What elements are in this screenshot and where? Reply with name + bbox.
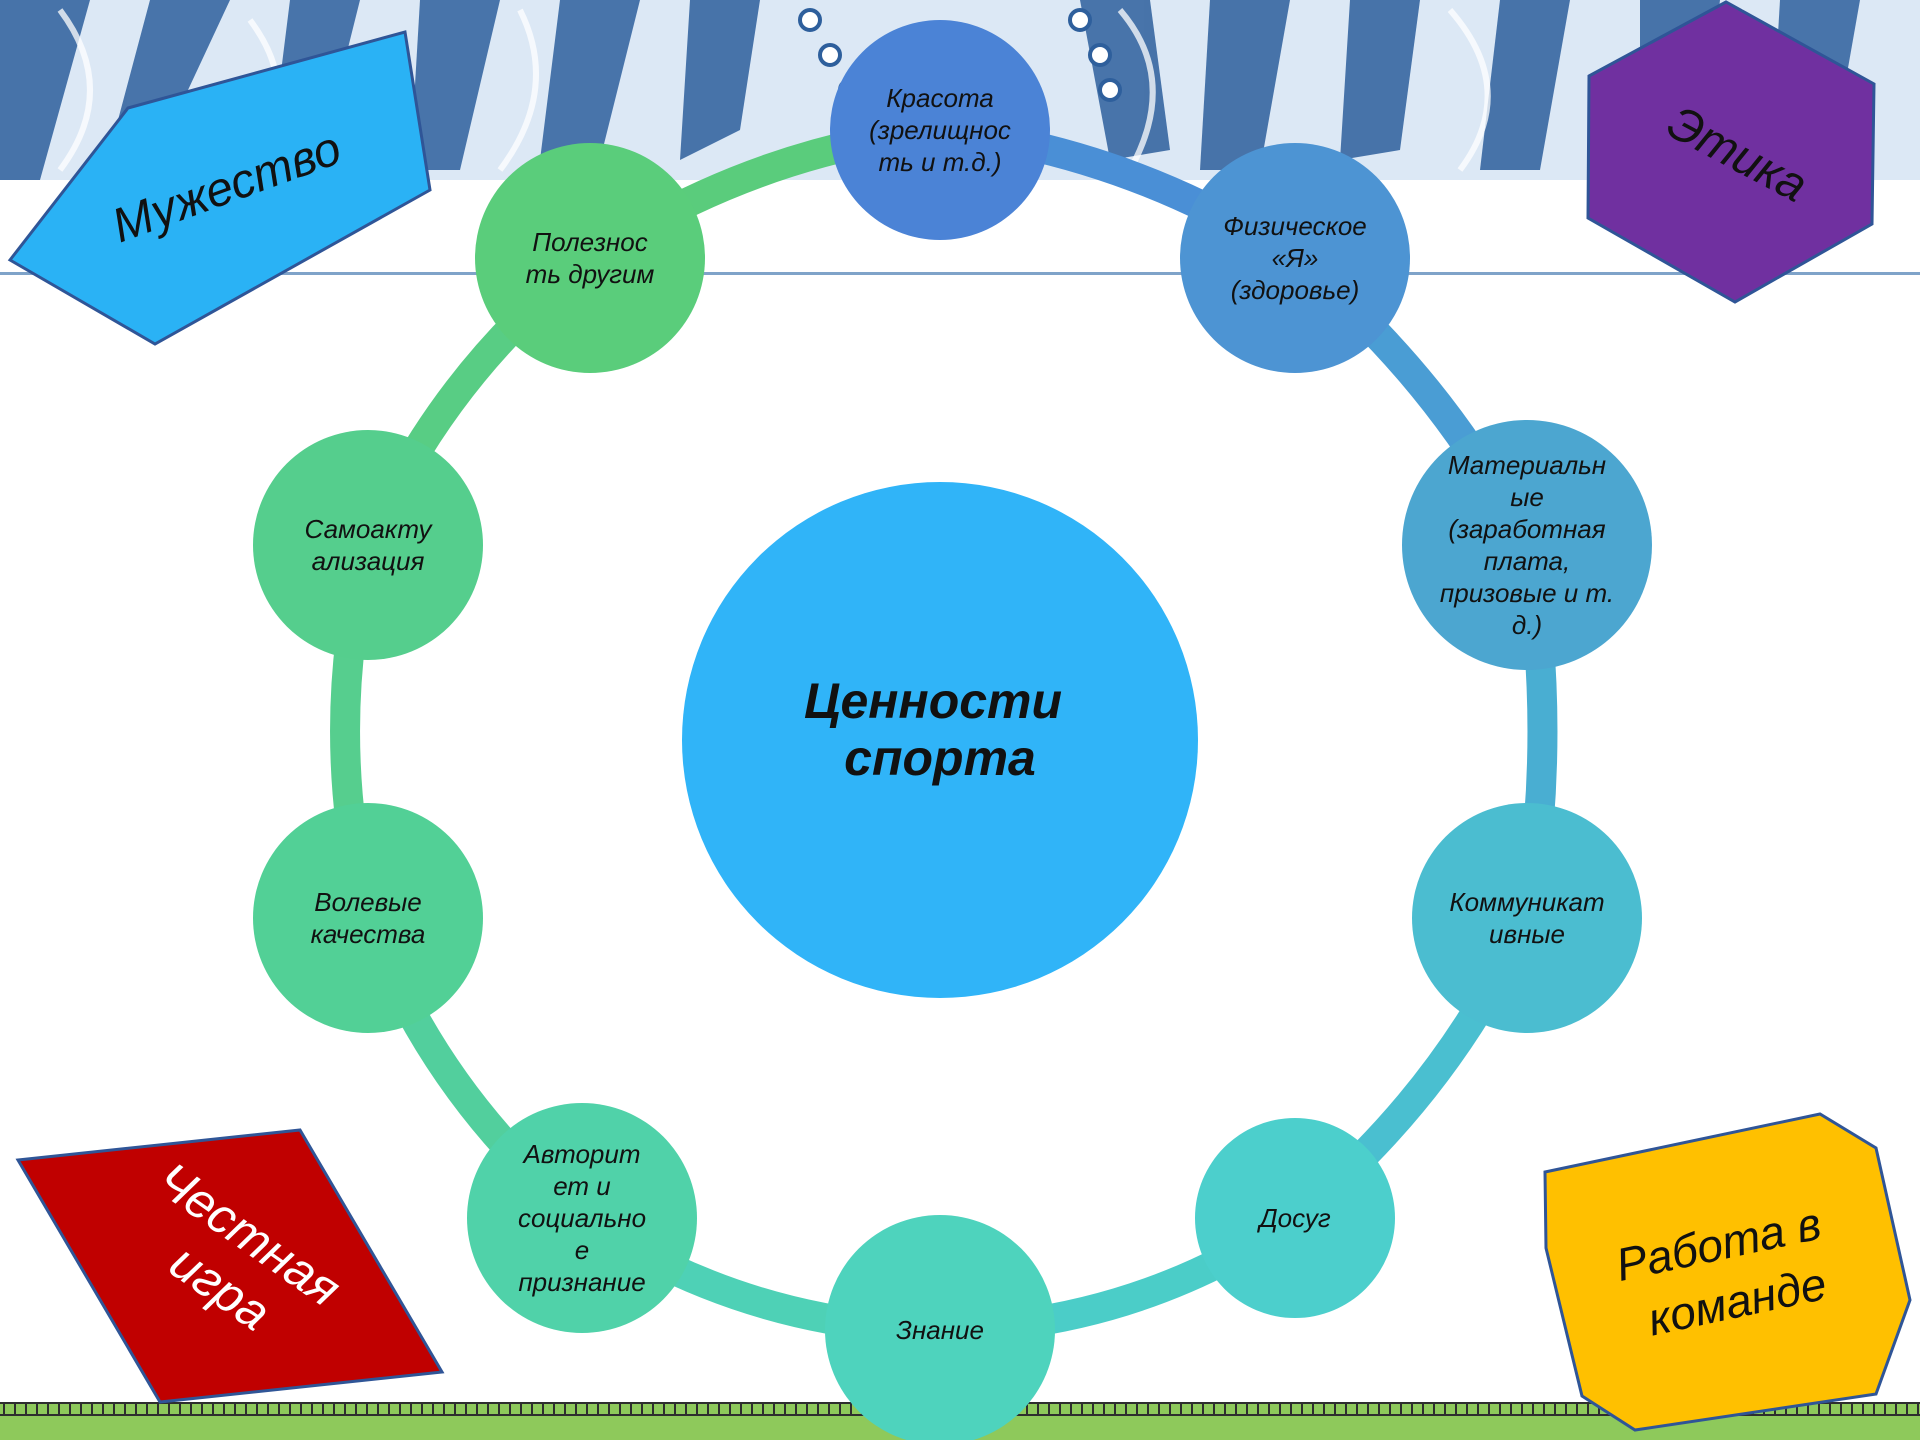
node-label-line: признание bbox=[518, 1267, 645, 1297]
node-label-line: е bbox=[575, 1235, 589, 1265]
node-label-line: Самоакту bbox=[305, 514, 434, 544]
node-label-line: качества bbox=[311, 919, 426, 949]
node-label-line: ть и т.д.) bbox=[878, 147, 1001, 177]
node-label-line: ть другим bbox=[526, 259, 655, 289]
node-label-line: (заработная bbox=[1448, 514, 1605, 544]
node-label-line: Волевые bbox=[314, 887, 422, 917]
node-label-line: плата, bbox=[1484, 546, 1570, 576]
node-circle bbox=[475, 143, 705, 373]
node-circle bbox=[1402, 420, 1652, 670]
node-label-line: Досуг bbox=[1256, 1203, 1330, 1233]
badge-fair-play: Честная игра bbox=[15, 1128, 445, 1404]
node-label-line: ет и bbox=[553, 1171, 611, 1201]
node-label: Физическое«Я»(здоровье) bbox=[1223, 211, 1367, 305]
node-circle bbox=[825, 1215, 1055, 1440]
fair-play-parallelogram bbox=[15, 1128, 445, 1404]
node-label-line: ые bbox=[1510, 482, 1544, 512]
node-label-line: ивные bbox=[1489, 919, 1565, 949]
center-circle bbox=[682, 482, 1198, 998]
courage-pentagon bbox=[7, 30, 432, 346]
ethics-hexagon bbox=[1586, 0, 1876, 304]
center-label: Ценности спорта bbox=[804, 673, 1076, 786]
node-label-line: Физическое bbox=[1223, 211, 1367, 241]
node-label-line: (зрелищнос bbox=[869, 115, 1011, 145]
node-label-line: Знание bbox=[896, 1315, 984, 1345]
node-label-line: (здоровье) bbox=[1231, 275, 1360, 305]
badge-teamwork: Работа в команде bbox=[1543, 1112, 1912, 1432]
node-label-line: д.) bbox=[1512, 610, 1542, 640]
node-circle bbox=[1412, 803, 1642, 1033]
node-label-line: Коммуникат bbox=[1449, 887, 1604, 917]
banner-divider bbox=[0, 272, 1920, 275]
node-circle bbox=[1180, 143, 1410, 373]
node-leisure: Досуг bbox=[1195, 1118, 1395, 1318]
badge-ethics: Этика bbox=[1586, 0, 1876, 304]
node-label-line: Красота bbox=[886, 83, 994, 113]
node-physical-self: Физическое«Я»(здоровье) bbox=[1180, 143, 1410, 373]
node-label-line: призовые и т. bbox=[1440, 578, 1614, 608]
node-knowledge: Знание bbox=[825, 1215, 1055, 1440]
center-label-line-2: спорта bbox=[844, 730, 1036, 786]
badge-courage: Мужество bbox=[7, 30, 432, 346]
node-label: Досуг bbox=[1256, 1203, 1330, 1233]
node-label-line: Авторит bbox=[521, 1139, 640, 1169]
node-circle bbox=[830, 20, 1050, 240]
node-label-line: «Я» bbox=[1272, 243, 1319, 273]
node-label-line: Материальн bbox=[1448, 450, 1606, 480]
node-label-line: Полезнос bbox=[532, 227, 647, 257]
teamwork-octagon bbox=[1543, 1112, 1912, 1432]
node-label-line: социально bbox=[518, 1203, 646, 1233]
node-label-line: ализация bbox=[312, 546, 425, 576]
node-label: Знание bbox=[896, 1315, 984, 1345]
node-circle bbox=[253, 803, 483, 1033]
node-circle bbox=[467, 1103, 697, 1333]
center-label-line-1: Ценности bbox=[804, 673, 1062, 729]
node-circle bbox=[1195, 1118, 1395, 1318]
node-circle bbox=[253, 430, 483, 660]
